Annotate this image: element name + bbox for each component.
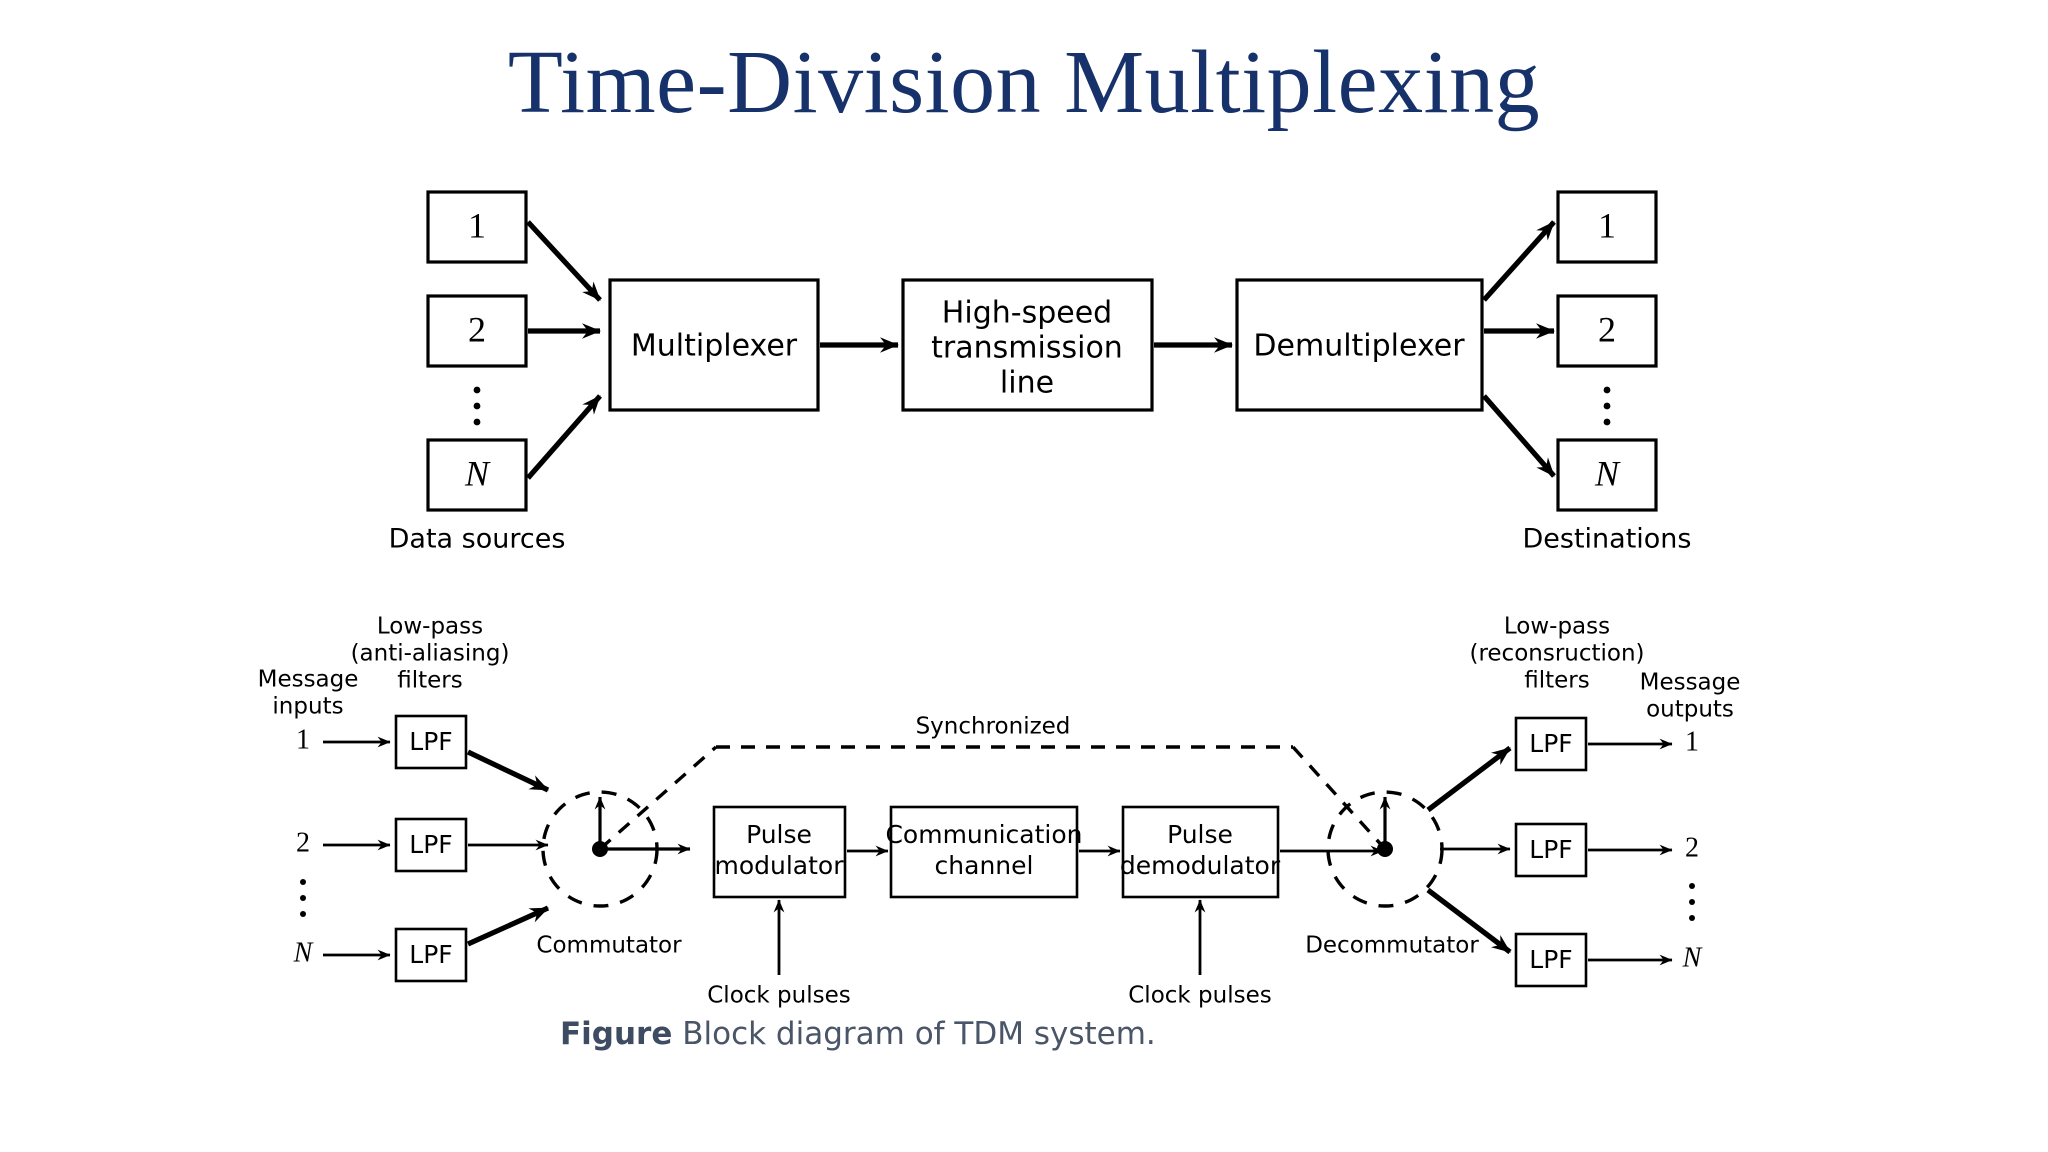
- pulse-demodulator-block: Pulse demodulator: [1120, 805, 1281, 899]
- input-lpf-n-label: LPF: [409, 940, 452, 969]
- output-filters-label-line2: (reconsruction): [1469, 641, 1644, 667]
- input-lpf-2-label: LPF: [409, 830, 452, 859]
- output-vertical-dots: [1689, 883, 1695, 921]
- output-lpf-1-label: LPF: [1529, 729, 1572, 758]
- destination-vertical-dots: [1603, 386, 1611, 426]
- clock-pulses-label-right: Clock pulses: [1128, 983, 1271, 1009]
- source-vertical-dots: [473, 386, 481, 426]
- decommutator-label: Decommutator: [1305, 933, 1479, 959]
- input-vertical-dots: [300, 879, 306, 917]
- output-lpf-n-label: LPF: [1529, 945, 1572, 974]
- bottom-diagram-group: Message inputs Low-pass (anti-aliasing) …: [258, 614, 1741, 1009]
- input-lpf-1-label: LPF: [409, 727, 452, 756]
- arrow-lpfn-to-commutator: [466, 905, 550, 947]
- figure-caption: Figure Block diagram of TDM system.: [560, 1016, 1156, 1052]
- commutator-label: Commutator: [536, 933, 682, 959]
- output-index-n: N: [1682, 942, 1703, 973]
- channel-label-line1: High-speed: [942, 296, 1112, 331]
- input-index-2: 2: [296, 827, 310, 858]
- output-filters-label-line3: filters: [1524, 668, 1590, 694]
- destination-box-n: N: [1556, 438, 1658, 512]
- communication-channel-line1: Communication: [885, 820, 1082, 849]
- input-index-1: 1: [296, 724, 310, 755]
- input-lpf-box-2: LPF: [394, 817, 468, 873]
- output-filters-label-line1: Low-pass: [1504, 614, 1610, 640]
- sync-dash-left-diagonal: [598, 745, 718, 851]
- arrow-demux-to-dest1: [1482, 220, 1556, 302]
- message-outputs-label-line1: Message: [1640, 670, 1741, 696]
- output-index-2: 2: [1685, 832, 1699, 863]
- input-filters-label-line2: (anti-aliasing): [351, 641, 510, 667]
- source-box-1-label: 1: [468, 205, 486, 245]
- arrow-demux-to-destn: [1482, 394, 1556, 478]
- demultiplexer-label: Demultiplexer: [1253, 329, 1465, 364]
- decommutator: Decommutator: [1305, 790, 1479, 959]
- arrow-decommutator-to-lpfn: [1426, 887, 1512, 955]
- output-index-1: 1: [1685, 726, 1699, 757]
- commutator: Commutator: [536, 790, 691, 959]
- arrow-lpf1-to-commutator: [466, 749, 550, 793]
- output-lpf-box-1: LPF: [1514, 716, 1588, 772]
- pulse-demodulator-line1: Pulse: [1167, 820, 1233, 849]
- synchronized-label: Synchronized: [916, 714, 1071, 740]
- source-box-n-label: N: [464, 453, 491, 493]
- message-outputs-label-line2: outputs: [1646, 697, 1734, 723]
- destination-box-2: 2: [1556, 294, 1658, 368]
- input-lpf-box-1: LPF: [394, 714, 468, 770]
- destination-box-n-label: N: [1594, 453, 1621, 493]
- output-lpf-2-label: LPF: [1529, 835, 1572, 864]
- communication-channel-line2: channel: [935, 851, 1034, 880]
- message-inputs-label-line2: inputs: [272, 694, 343, 720]
- multiplexer-block: Multiplexer: [608, 278, 820, 412]
- sync-dash-right-diagonal: [1291, 745, 1387, 851]
- arrow-sourcen-to-mux: [526, 394, 602, 480]
- multiplexer-label: Multiplexer: [631, 329, 798, 364]
- input-filters-label-line3: filters: [397, 668, 463, 694]
- input-lpf-box-n: LPF: [394, 927, 468, 983]
- source-box-2-label: 2: [468, 309, 486, 349]
- communication-channel-block: Communication channel: [885, 805, 1083, 899]
- pulse-demodulator-line2: demodulator: [1120, 851, 1281, 880]
- message-inputs-label-line1: Message: [258, 667, 359, 693]
- source-box-n: N: [426, 438, 528, 512]
- arrow-source1-to-mux: [526, 220, 602, 302]
- arrow-decommutator-to-lpf1: [1426, 745, 1512, 813]
- transmission-line-block: High-speed transmission line: [901, 278, 1154, 412]
- channel-label-line3: line: [1000, 366, 1054, 401]
- pulse-modulator-line2: modulator: [714, 851, 844, 880]
- figure-caption-text: Block diagram of TDM system.: [682, 1016, 1156, 1052]
- pulse-modulator-block: Pulse modulator: [712, 805, 847, 899]
- input-filters-label-line1: Low-pass: [377, 614, 483, 640]
- destinations-caption: Destinations: [1522, 524, 1691, 555]
- demultiplexer-block: Demultiplexer: [1235, 278, 1484, 412]
- figure-caption-prefix: Figure: [560, 1016, 673, 1052]
- destination-box-1-label: 1: [1598, 205, 1616, 245]
- clock-pulses-label-left: Clock pulses: [707, 983, 850, 1009]
- input-index-n: N: [293, 937, 314, 968]
- top-diagram-group: 1 2 N Multiplexer: [389, 190, 1692, 555]
- channel-label-line2: transmission: [931, 331, 1123, 366]
- source-box-2: 2: [426, 294, 528, 368]
- pulse-modulator-line1: Pulse: [746, 820, 812, 849]
- output-lpf-box-n: LPF: [1514, 932, 1588, 988]
- destination-box-2-label: 2: [1598, 309, 1616, 349]
- destination-box-1: 1: [1556, 190, 1658, 264]
- source-box-1: 1: [426, 190, 528, 264]
- output-lpf-box-2: LPF: [1514, 822, 1588, 878]
- page-title: Time-Division Multiplexing: [507, 33, 1541, 132]
- data-sources-caption: Data sources: [389, 524, 566, 555]
